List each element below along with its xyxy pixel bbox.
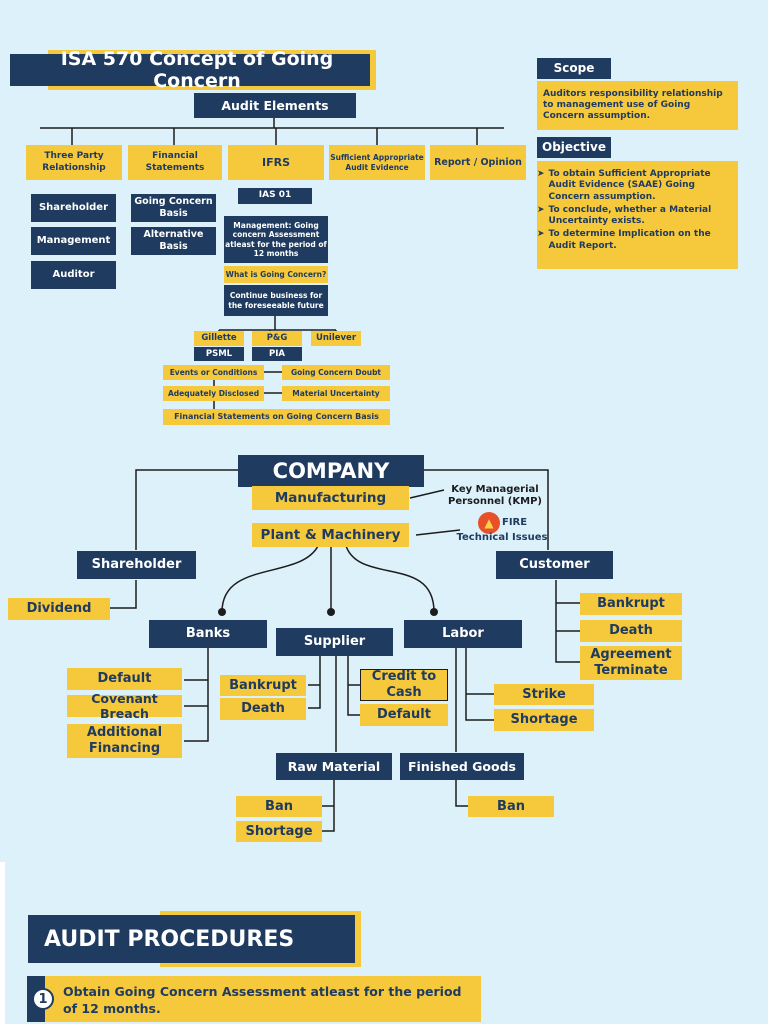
adequately-disclosed: Adequately Disclosed (163, 386, 264, 401)
material-uncertainty: Material Uncertainty (282, 386, 390, 401)
procedure-step-1: Obtain Going Concern Assessment atleast … (63, 984, 462, 1016)
labor-joint-dot (430, 608, 438, 616)
local-pia: PIA (252, 347, 302, 361)
bullet-arrow-icon: ➤ (537, 229, 545, 240)
element-report-opinion: Report / Opinion (430, 145, 526, 180)
example-unilever: Unilever (311, 331, 361, 346)
page-title: ISA 570 Concept of Going Concern (10, 48, 370, 92)
going-concern-basis: Going Concern Basis (131, 194, 216, 222)
bullet-arrow-icon: ➤ (537, 204, 545, 215)
raw-material: Raw Material (276, 753, 392, 780)
objective-list: ➤To obtain Sufficient Appropriate Audit … (537, 169, 735, 254)
ias-01: IAS 01 (238, 188, 312, 204)
plant-machinery: Plant & Machinery (252, 523, 409, 547)
labor-strike: Strike (494, 684, 594, 705)
supplier-bankrupt: Bankrupt (220, 675, 306, 696)
scope-text: Auditors responsibility relationship to … (537, 81, 738, 130)
company-labor: Labor (404, 620, 522, 648)
supplier-default: Default (360, 704, 448, 726)
company-supplier: Supplier (276, 628, 393, 656)
example-gillette: Gillette (194, 331, 244, 346)
three-party-auditor: Auditor (31, 261, 116, 289)
element-ifrs: IFRS (228, 145, 324, 180)
company-customer: Customer (496, 551, 613, 579)
fire-label: FIRE (502, 517, 528, 528)
audit-elements-header: Audit Elements (194, 93, 356, 118)
bank-default: Default (67, 668, 182, 690)
scope-label: Scope (537, 58, 611, 79)
company-banks: Banks (149, 620, 267, 648)
bank-covenant-breach: Covenant Breach (67, 691, 182, 721)
company-shareholder: Shareholder (77, 551, 196, 579)
fs-going-concern-basis: Financial Statements on Going Concern Ba… (163, 409, 390, 425)
three-party-shareholder: Shareholder (31, 194, 116, 222)
bank-additional-financing: Additional Financing (67, 724, 182, 758)
objective-label: Objective (537, 137, 611, 158)
company-header: COMPANY (238, 455, 424, 487)
left-edge-strip (0, 862, 5, 1024)
element-financial-statements: Financial Statements (128, 145, 222, 180)
going-concern-doubt: Going Concern Doubt (282, 365, 390, 380)
objective-item: ➤To conclude, whether a Material Uncerta… (537, 204, 712, 226)
objective-item: ➤To determine Implication on the Audit R… (537, 229, 711, 251)
manufacturing: Manufacturing (252, 486, 409, 510)
raw-shortage: Shortage (236, 821, 322, 842)
fire-icon: ▲ (478, 512, 500, 534)
element-three-party: Three Party Relationship (26, 145, 122, 180)
finished-ban: Ban (468, 796, 554, 817)
element-saae: Sufficient Appropriate Audit Evidence (329, 145, 425, 180)
what-is-going-concern: What is Going Concern? (224, 266, 328, 283)
objective-item: ➤To obtain Sufficient Appropriate Audit … (537, 169, 711, 202)
banks-joint-dot (218, 608, 226, 616)
procedure-step-panel (27, 976, 481, 1022)
dividend: Dividend (8, 598, 110, 620)
customer-bankrupt: Bankrupt (580, 593, 682, 615)
example-pg: P&G (252, 331, 302, 346)
three-party-management: Management (31, 227, 116, 255)
alternative-basis: Alternative Basis (131, 227, 216, 255)
supplier-credit-to-cash: Credit to Cash (360, 669, 448, 701)
local-psml: PSML (194, 347, 244, 361)
finished-goods: Finished Goods (400, 753, 524, 780)
supplier-joint-dot (327, 608, 335, 616)
management-assessment: Management: Going concern Assessment atl… (224, 216, 328, 263)
technical-issues: Technical Issues (456, 532, 548, 543)
audit-procedures-title: AUDIT PROCEDURES (28, 915, 355, 963)
bullet-arrow-icon: ➤ (537, 169, 545, 179)
raw-ban: Ban (236, 796, 322, 817)
step-number-badge: 1 (32, 988, 54, 1010)
customer-death: Death (580, 620, 682, 642)
labor-shortage: Shortage (494, 709, 594, 731)
going-concern-definition: Continue business for the foreseeable fu… (224, 285, 328, 316)
supplier-death: Death (220, 698, 306, 720)
customer-agreement-terminate: Agreement Terminate (580, 646, 682, 680)
objective-panel (537, 161, 738, 269)
events-or-conditions: Events or Conditions (163, 365, 264, 380)
kmp-label: Key Managerial Personnel (KMP) (448, 484, 542, 507)
